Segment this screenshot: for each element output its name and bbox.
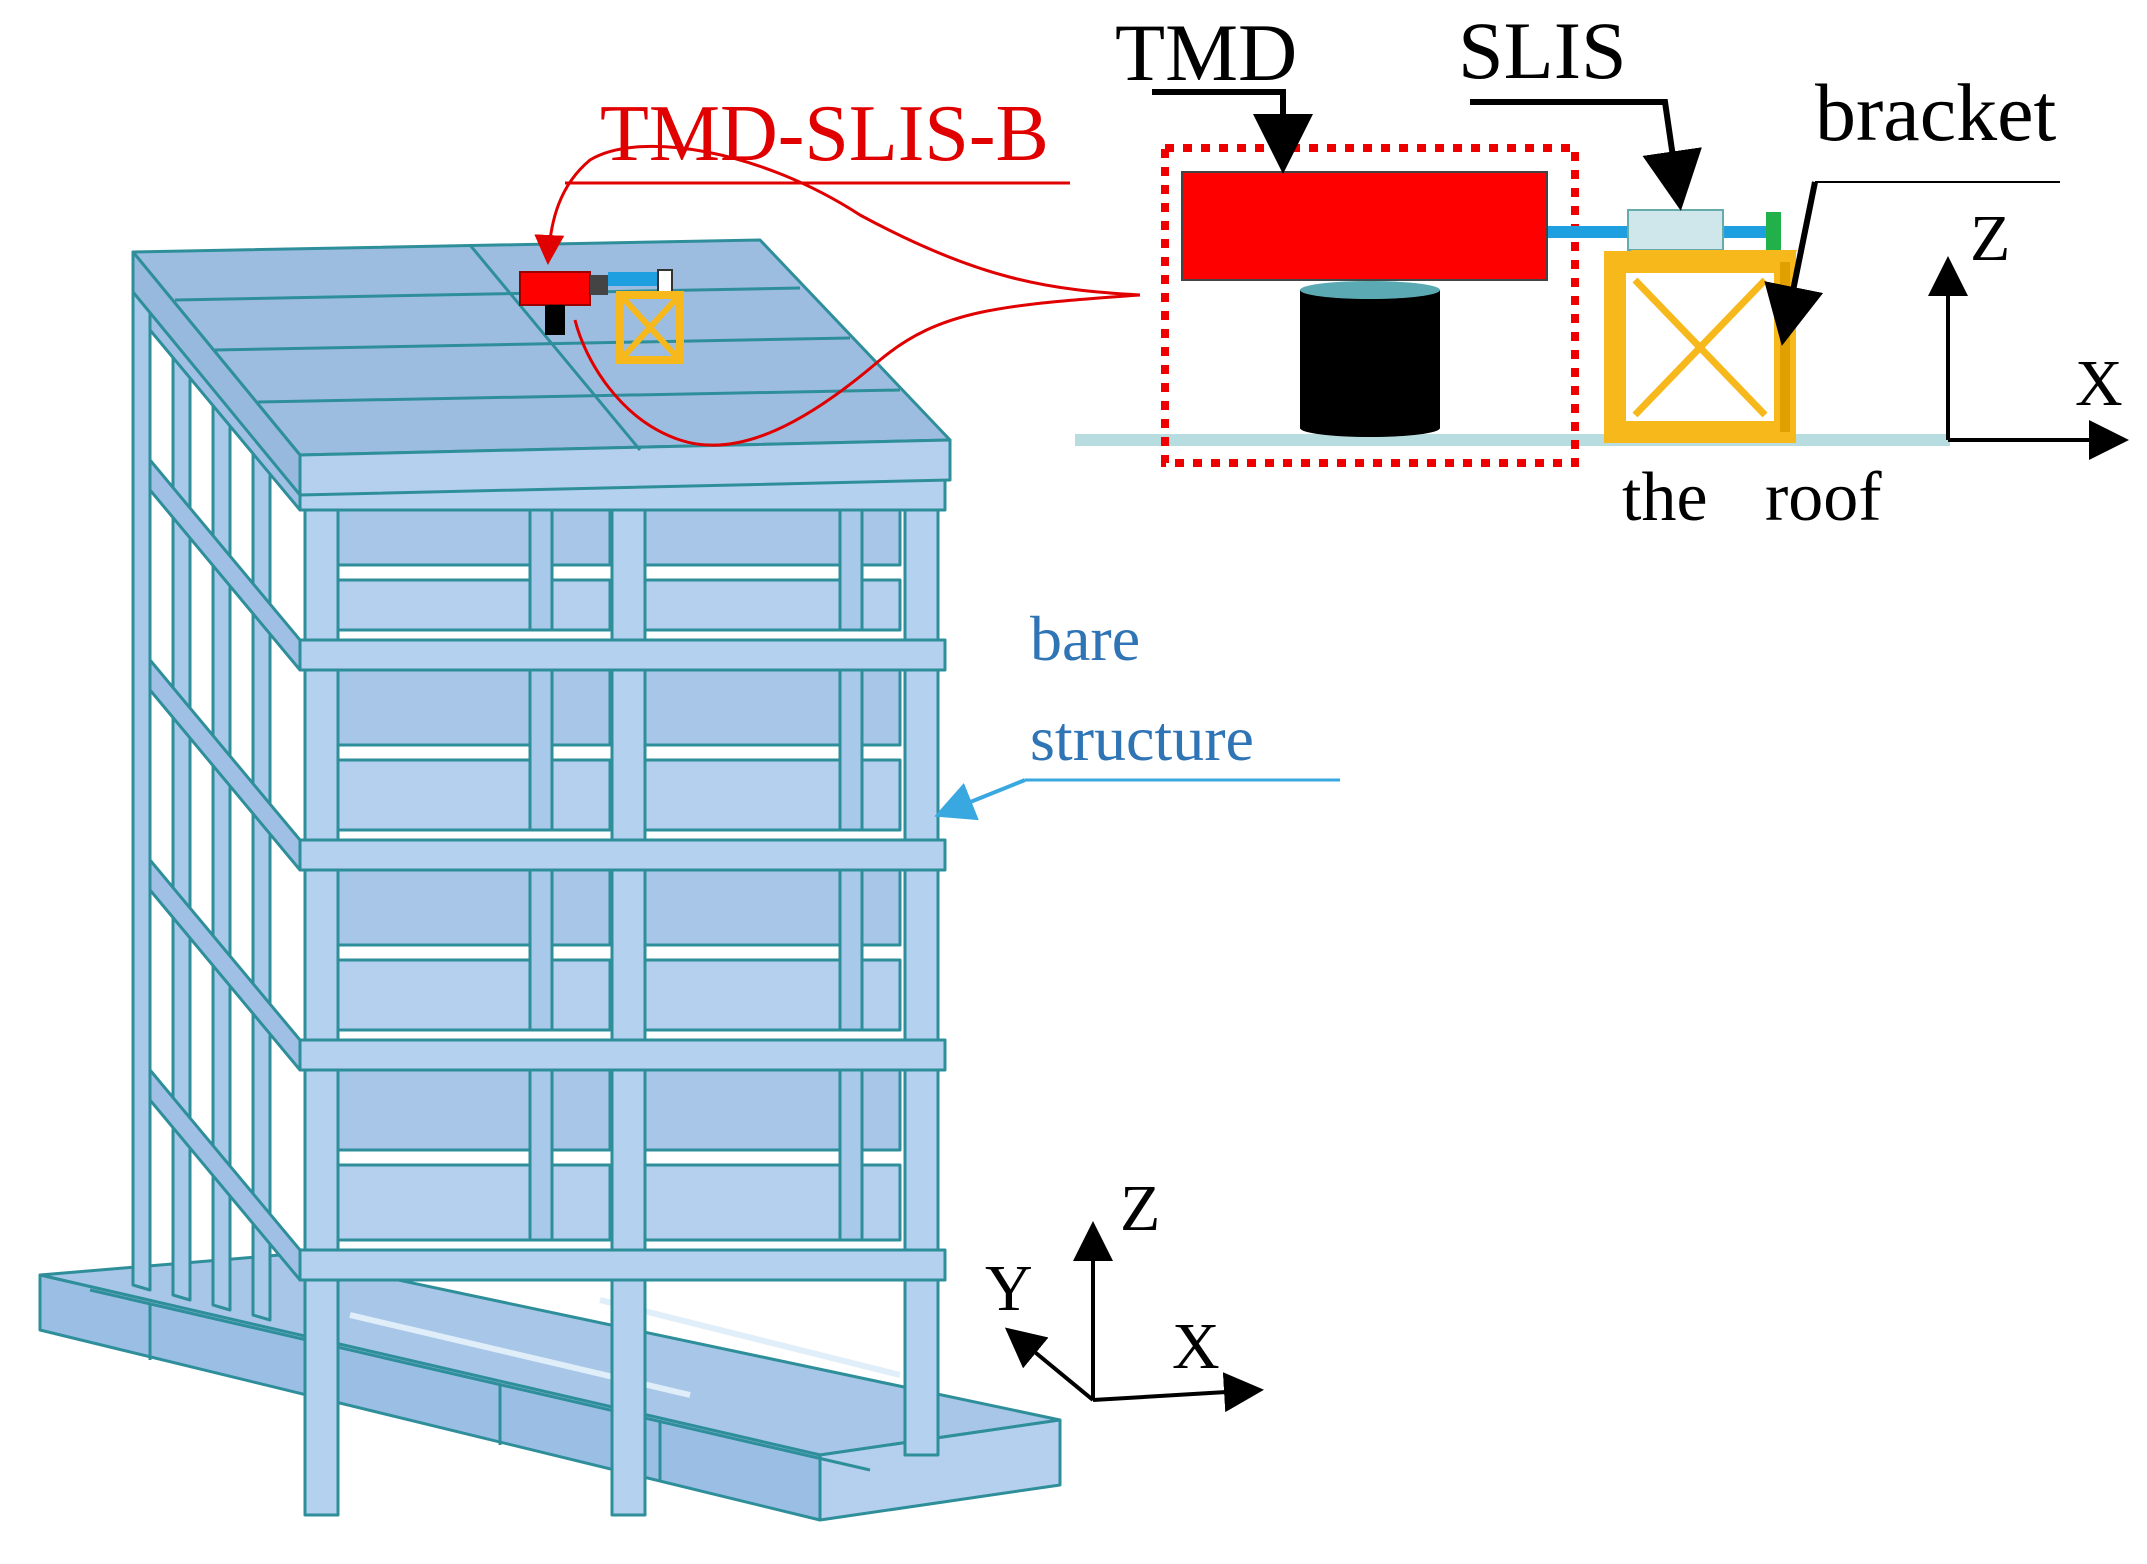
front-beam [298, 1248, 947, 1282]
inner-column [528, 1058, 554, 1242]
bare-label-line1: bare [1030, 603, 1140, 674]
tmd-mass [1181, 171, 1548, 281]
front-frame [148, 298, 947, 1517]
floor-panel [328, 1163, 612, 1242]
main-axes [1004, 1221, 1264, 1413]
front-column [903, 453, 940, 1457]
floor-panel [328, 1058, 612, 1152]
bare-label-line2: structure [1030, 703, 1254, 774]
foundation-slab [38, 1253, 1062, 1522]
front-beam [298, 838, 947, 872]
inner-column [838, 1058, 864, 1242]
front-column [610, 453, 647, 1517]
side-beam [148, 858, 302, 1072]
roof-slab [131, 238, 952, 497]
floor-panel [328, 658, 612, 747]
floor-panel [328, 858, 612, 947]
tmd-label: TMD [1115, 7, 1297, 98]
side-beam [148, 658, 302, 872]
side-beam [148, 1068, 302, 1282]
floor-panels [328, 498, 902, 1242]
front-beam [298, 1038, 947, 1072]
roof-label-roof: roof [1765, 459, 1882, 536]
tmd-slis-b-on-roof [519, 269, 684, 364]
floor-panel [328, 758, 612, 832]
main-axis-y-label: Y [985, 1252, 1033, 1325]
inner-column [528, 858, 554, 1032]
inner-column [838, 858, 864, 1032]
floor-panel [328, 578, 612, 632]
detail-axes [1928, 256, 2129, 460]
bracket-frame [1604, 250, 1798, 443]
tmd-dotted-box [1161, 144, 1579, 467]
tmd-slis-b-label: TMD-SLIS-B [600, 90, 1049, 178]
slis-device [1627, 209, 1724, 251]
slis-label: SLIS [1458, 5, 1627, 96]
bare-structure-leader [934, 778, 1340, 821]
tmd-leader [1152, 89, 1313, 174]
main-axis-z-label: Z [1120, 1172, 1160, 1245]
inner-column [528, 498, 554, 632]
side-beam [148, 458, 302, 672]
tmd-slis-b-callout [534, 144, 1141, 447]
bare-structure-building [38, 238, 1062, 1522]
main-axis-x-label: X [1172, 1310, 1220, 1383]
detail-axis-z-label: Z [1970, 202, 2010, 275]
slis-leader [1470, 99, 1702, 211]
front-column [303, 453, 340, 1517]
inner-column [838, 498, 864, 632]
detail-view [1075, 89, 2129, 467]
inner-column [838, 658, 864, 832]
roof-label-the: the [1622, 459, 1708, 536]
front-beam [298, 638, 947, 672]
bracket-label: bracket [1815, 67, 2056, 158]
bracket-leader [1764, 181, 1824, 346]
floor-panel [328, 958, 612, 1032]
detail-axis-x-label: X [2075, 347, 2123, 420]
bracket-plate [1766, 212, 1781, 252]
damper-cylinder [1300, 281, 1440, 437]
inner-column [528, 658, 554, 832]
